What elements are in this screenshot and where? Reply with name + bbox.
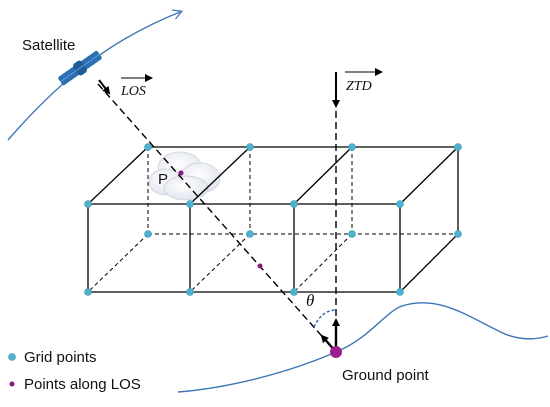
ground-point-marker (330, 346, 342, 358)
grid-points (84, 143, 462, 296)
grid-point (144, 230, 152, 238)
los-path (97, 83, 337, 353)
theta-label: θ (306, 291, 314, 310)
grid-point (246, 143, 254, 151)
cloud-icon (148, 151, 221, 201)
legend-los-point-marker (9, 381, 15, 387)
los-arrow (98, 79, 111, 95)
ztd-vector-label: ZTD (345, 68, 383, 94)
grid-point (186, 288, 194, 296)
grid-point (396, 200, 404, 208)
grid-point (396, 288, 404, 296)
point-p-marker (178, 170, 184, 176)
grid-point (454, 230, 462, 238)
legend: Grid points Points along LOS (8, 349, 141, 393)
grid-point (84, 288, 92, 296)
grid-point (454, 143, 462, 151)
los-vector-label: LOS (120, 74, 153, 99)
theta-arc (313, 309, 337, 328)
grid-point (290, 200, 298, 208)
grid-hidden-edges (87, 147, 458, 293)
grid-point (186, 200, 194, 208)
satellite-icon (58, 50, 102, 86)
grid-point (246, 230, 254, 238)
ztd-label: ZTD (346, 79, 372, 94)
point-p-label: P (158, 171, 168, 188)
grid-point (348, 230, 356, 238)
grid-point (144, 143, 152, 151)
legend-grid-point-marker (8, 353, 16, 361)
grid-point (84, 200, 92, 208)
los-point (257, 263, 263, 269)
los-label: LOS (120, 84, 146, 99)
satellite-orbit (7, 12, 180, 141)
grid-visible-edges (87, 146, 459, 293)
satellite-label: Satellite (22, 37, 75, 54)
legend-grid-points-label: Grid points (24, 349, 97, 366)
grid-point (348, 143, 356, 151)
grid-point (290, 288, 298, 296)
legend-los-points-label: Points along LOS (24, 376, 141, 393)
ground-point-label: Ground point (342, 367, 430, 384)
terrain-surface (177, 302, 549, 393)
